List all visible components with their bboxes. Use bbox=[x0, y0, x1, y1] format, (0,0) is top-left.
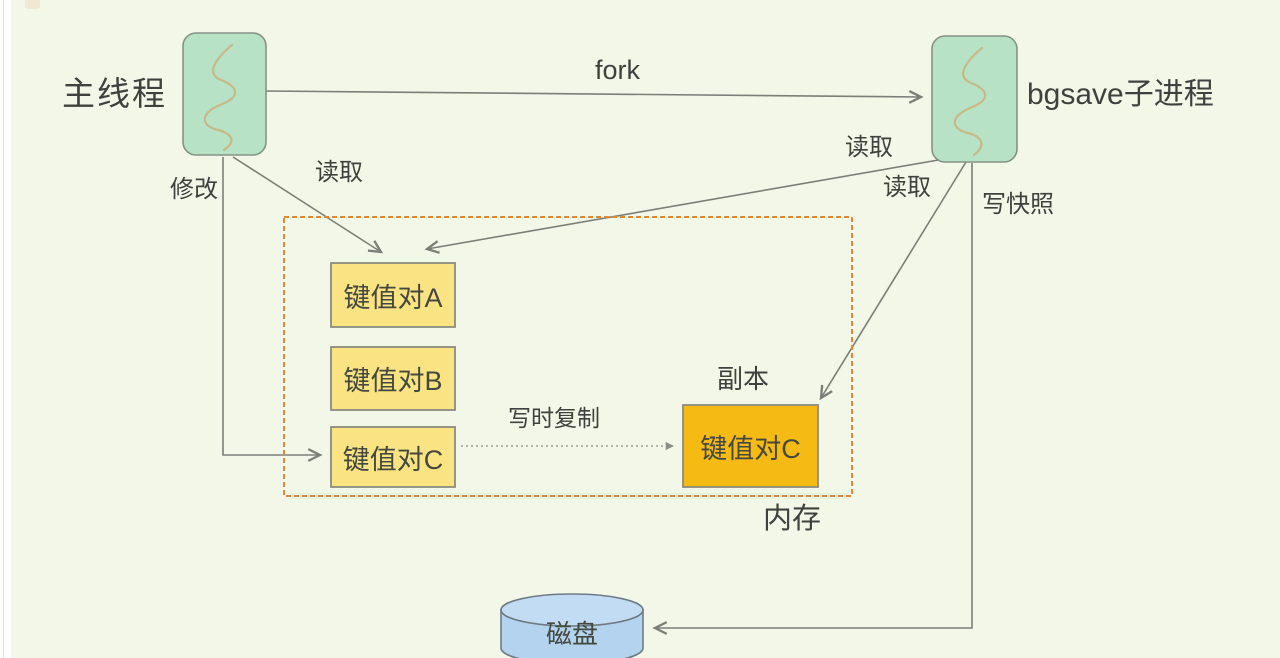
kv-c-copy-label: 键值对C bbox=[700, 433, 801, 464]
write-snapshot-label: 写快照 bbox=[982, 191, 1054, 218]
read-child-lower-label: 读取 bbox=[883, 174, 931, 201]
disk-cylinder-top bbox=[500, 593, 644, 627]
write-snapshot-arrow bbox=[652, 163, 973, 635]
memory-region bbox=[283, 216, 853, 497]
modify-arrow bbox=[222, 157, 323, 462]
main-thread-squiggle-icon bbox=[203, 43, 237, 152]
memory-label: 内存 bbox=[763, 503, 822, 535]
fork-label: fork bbox=[595, 55, 641, 85]
copy-on-write-label: 写时复制 bbox=[508, 405, 600, 431]
kv-b-label: 键值对B bbox=[343, 366, 443, 396]
read-child-upper-label: 读取 bbox=[845, 134, 893, 161]
read-main-label: 读取 bbox=[315, 159, 363, 186]
disk-label: 磁盘 bbox=[545, 618, 598, 649]
left-margin-strip bbox=[0, 0, 11, 658]
kv-a-node bbox=[330, 262, 456, 328]
kv-a-label: 键值对A bbox=[343, 282, 443, 313]
read-child-long-arrow bbox=[424, 157, 951, 254]
top-edge-fragment bbox=[25, 0, 40, 9]
fork-arrow bbox=[265, 89, 924, 104]
kv-c-node bbox=[330, 426, 456, 488]
modify-label: 修改 bbox=[170, 176, 218, 203]
left-margin-hairline bbox=[3, 0, 4, 658]
kv-b-node bbox=[330, 346, 456, 411]
main-thread-label: 主线程 bbox=[62, 75, 167, 112]
read-child-short-arrow bbox=[819, 161, 967, 401]
copy-caption: 副本 bbox=[717, 364, 770, 394]
kv-c-copy-node bbox=[682, 404, 819, 488]
kv-c-label: 键值对C bbox=[342, 444, 444, 475]
read-main-arrow bbox=[232, 156, 384, 254]
bgsave-squiggle-icon bbox=[953, 46, 987, 157]
bgsave-process-node bbox=[931, 35, 1018, 163]
bgsave-process-label: bgsave子进程 bbox=[1027, 78, 1214, 111]
main-thread-node bbox=[182, 32, 267, 156]
